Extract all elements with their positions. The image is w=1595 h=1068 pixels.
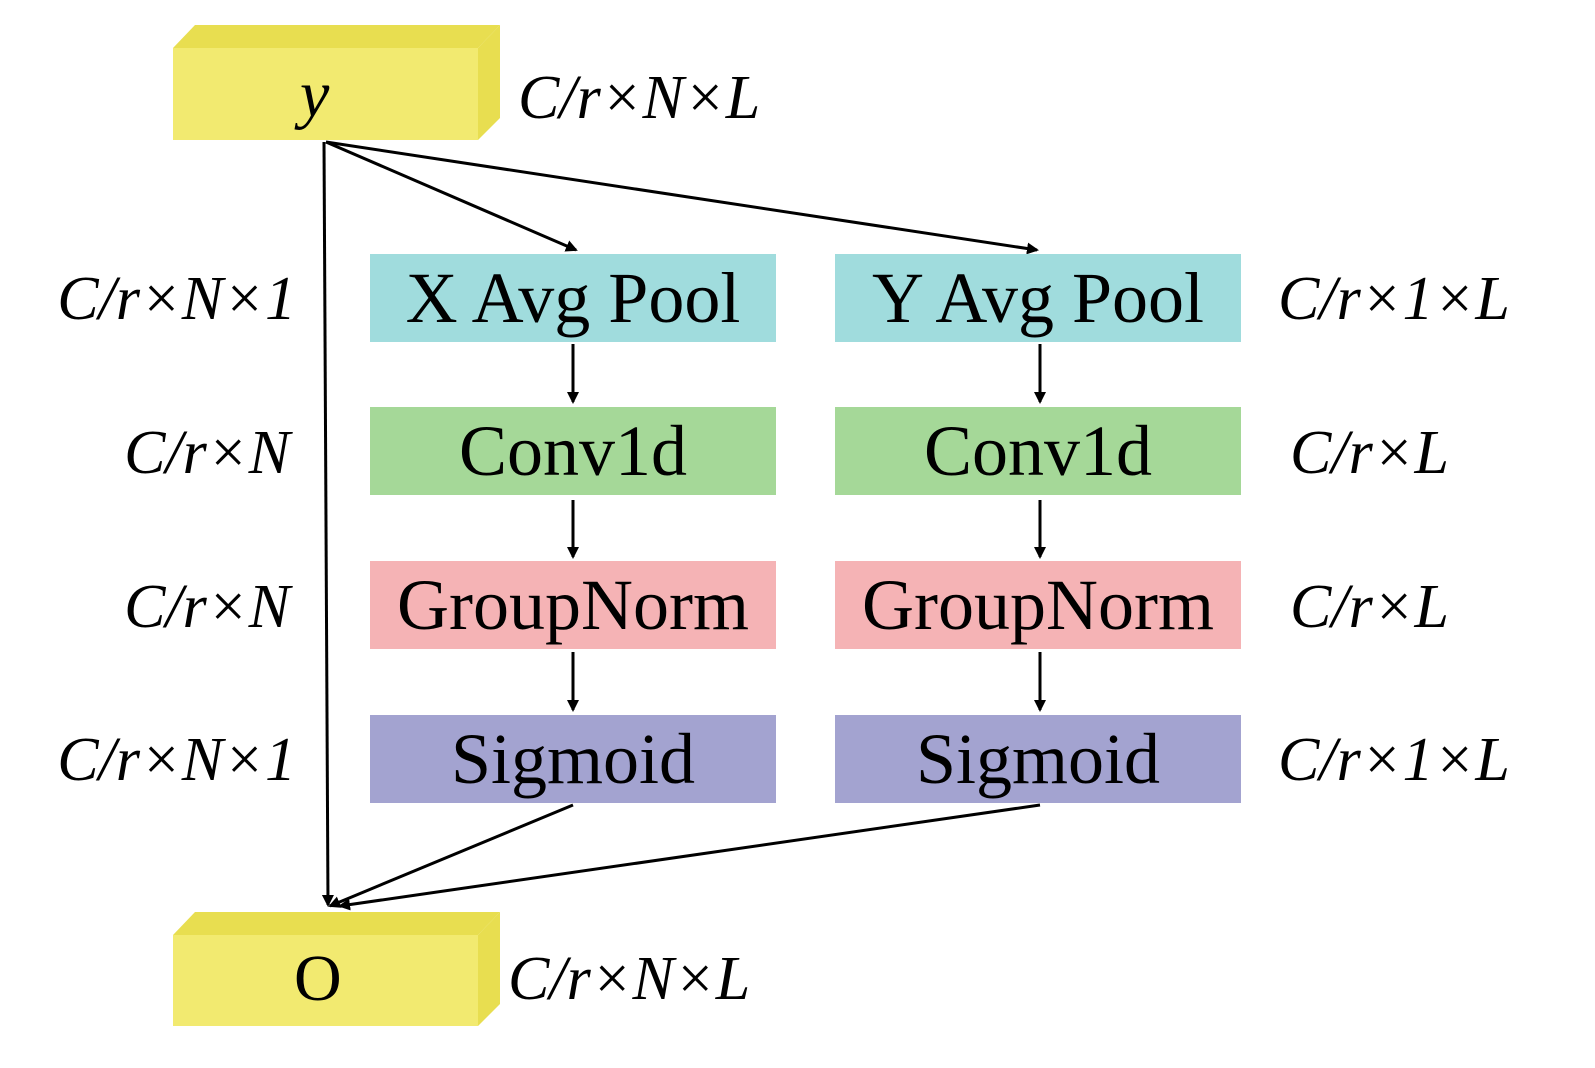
right-dim-norm: C/r×L (1290, 573, 1450, 641)
output-cube-front (173, 935, 478, 1026)
output-tensor-cube (173, 912, 500, 1026)
right-dim-conv: C/r×L (1290, 419, 1450, 487)
x-conv1d-box: Conv1d (370, 407, 776, 495)
output-cube-top (173, 912, 500, 935)
output-cube-side (478, 912, 500, 1026)
left-dim-conv: C/r×N (124, 419, 290, 487)
x-sigmoid-box: Sigmoid (370, 715, 776, 803)
input-tensor-cube (173, 25, 500, 140)
x-groupnorm-box: GroupNorm (370, 561, 776, 649)
arrow-y-to-output (321, 141, 334, 907)
input-cube-side (478, 25, 500, 140)
arrow-x-sigmoid-to-output (328, 803, 574, 908)
input-cube-top (173, 25, 500, 48)
y-groupnorm-box: GroupNorm (835, 561, 1241, 649)
right-dim-sigmoid: C/r×1×L (1278, 726, 1510, 794)
y-conv1d-box: Conv1d (835, 407, 1241, 495)
input-label: y (300, 58, 330, 131)
input-dim-label: C/r×N×L (518, 64, 761, 132)
arrow-y-to-x-pool (325, 140, 578, 252)
arrow-y-to-y-pool (325, 140, 1039, 255)
y-sigmoid-box: Sigmoid (835, 715, 1241, 803)
x-avg-pool-box: X Avg Pool (370, 254, 776, 342)
output-label: O (294, 942, 342, 1015)
input-cube-front (173, 48, 478, 140)
arrow-y-sigmoid-to-output (338, 803, 1041, 911)
left-dim-sigmoid: C/r×N×1 (57, 726, 296, 794)
y-avg-pool-box: Y Avg Pool (835, 254, 1241, 342)
left-dim-pool: C/r×N×1 (57, 265, 296, 333)
right-dim-pool: C/r×1×L (1278, 265, 1510, 333)
left-dim-norm: C/r×N (124, 573, 290, 641)
output-dim-label: C/r×N×L (508, 945, 751, 1013)
